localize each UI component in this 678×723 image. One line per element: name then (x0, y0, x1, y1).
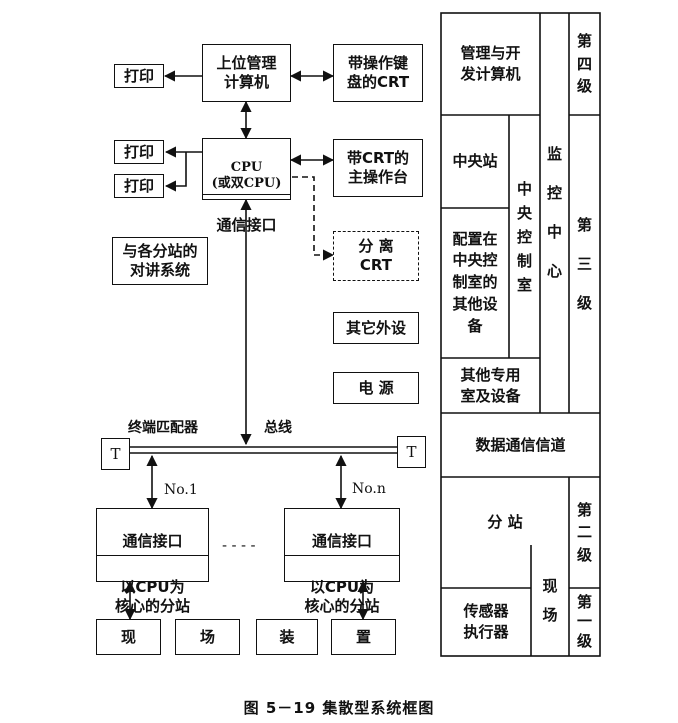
arrow-cpu-to-separate-crt (292, 176, 335, 261)
cell-level1: 第 一 级 (576, 592, 592, 650)
keyboard-crt-box: 带操作键 盘的CRT (333, 44, 423, 102)
cell-sensors-actuators: 传感器 执行器 (463, 602, 509, 641)
intercom-system-box: 与各分站的 对讲系统 (112, 237, 208, 285)
other-peripherals-box: 其它外设 (333, 312, 419, 344)
cell-monitoring-center: 监 控 中 心 (546, 145, 562, 280)
print-mid2-box: 打印 (114, 174, 164, 198)
cpu-box: CPU (或双CPU) 通信接口 (202, 138, 291, 234)
cell-data-channel: 数据通信信道 (475, 435, 566, 454)
hierarchy-table-outline (440, 12, 601, 657)
field-device-box-3: 装 (256, 619, 318, 655)
cell-field: 现 场 (542, 577, 558, 624)
station1-core: 以CPU为 核心的分站 (114, 577, 190, 615)
arrow-cpu-to-print2 (164, 152, 187, 192)
field-device-box-2: 场 (175, 619, 240, 655)
print-top-box: 打印 (114, 64, 164, 88)
cpu-label: CPU (或双CPU) (203, 158, 290, 195)
station1-comm-interface: 通信接口 (97, 528, 208, 556)
power-box: 电 源 (333, 372, 419, 404)
stationn-box: 通信接口 以CPU为 核心的分站 (284, 508, 400, 615)
no1-label: No.1 (164, 482, 198, 498)
print-mid1-box: 打印 (114, 140, 164, 164)
cell-substation: 分 站 (487, 512, 523, 531)
terminal-matcher-label: 终端匹配器 (128, 420, 198, 436)
terminal-left-box: T (101, 438, 130, 470)
field-device-box-4: 置 (331, 619, 396, 655)
non-label: No.n (352, 481, 386, 497)
cell-central-station: 中央站 (452, 152, 498, 170)
cell-level4: 第 四 级 (576, 32, 592, 96)
ellipsis-dashes: - - - - (222, 538, 256, 554)
cell-level2: 第 二 级 (576, 500, 592, 564)
cell-mgmt-dev-computer: 管理与开 发计算机 (460, 44, 521, 83)
bus-label: 总线 (264, 420, 292, 436)
upper-management-computer-box: 上位管理 计算机 (202, 44, 291, 102)
terminal-right-box: T (397, 436, 426, 468)
cpu-comm-interface: 通信接口 (216, 216, 277, 235)
cell-special-rooms: 其他专用 室及设备 (460, 365, 521, 405)
main-console-box: 带CRT的 主操作台 (333, 139, 423, 197)
stationn-comm-interface: 通信接口 (285, 528, 399, 556)
stationn-core: 以CPU为 核心的分站 (304, 577, 380, 615)
field-device-box-1: 现 (96, 619, 161, 655)
cell-level3: 第 三 级 (576, 215, 592, 312)
separate-crt-box: 分 离 CRT (333, 231, 419, 281)
cell-equipment-in-room: 配置在 中央控 制室的 其他设 备 (452, 229, 498, 335)
cell-central-control-room: 中 央 控 制 室 (516, 179, 532, 294)
station1-box: 通信接口 以CPU为 核心的分站 (96, 508, 209, 615)
figure-caption: 图 5－19 集散型系统框图 (243, 699, 435, 717)
